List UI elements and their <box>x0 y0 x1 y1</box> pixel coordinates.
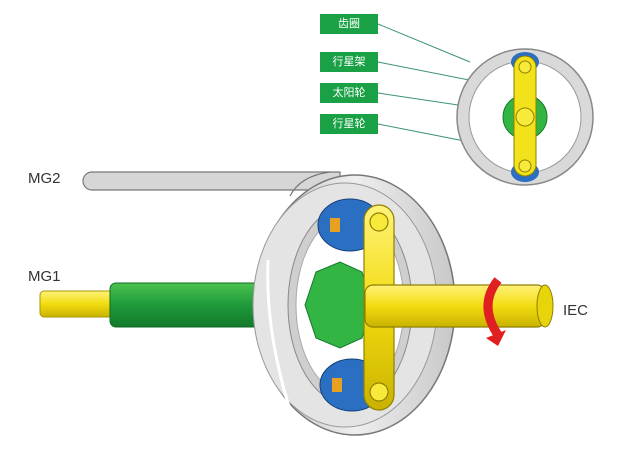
iec-shaft <box>364 284 546 328</box>
inset-detail <box>456 48 594 186</box>
mg2-band <box>82 171 341 191</box>
iec-rotation-arrow <box>483 277 502 338</box>
label-mg1: MG1 <box>28 268 61 285</box>
label-planet-gear: 行星轮 <box>320 114 378 134</box>
label-ring-gear: 齿圈 <box>320 14 378 34</box>
label-iec: IEC <box>563 302 589 319</box>
label-carrier: 行星架 <box>320 52 378 72</box>
mg2-band-connector <box>289 171 331 197</box>
label-mg2: MG2 <box>28 170 61 187</box>
sun-gear <box>304 261 373 349</box>
ring-rotation-arrow <box>266 259 292 411</box>
label-sun-gear: 太阳轮 <box>320 83 378 103</box>
